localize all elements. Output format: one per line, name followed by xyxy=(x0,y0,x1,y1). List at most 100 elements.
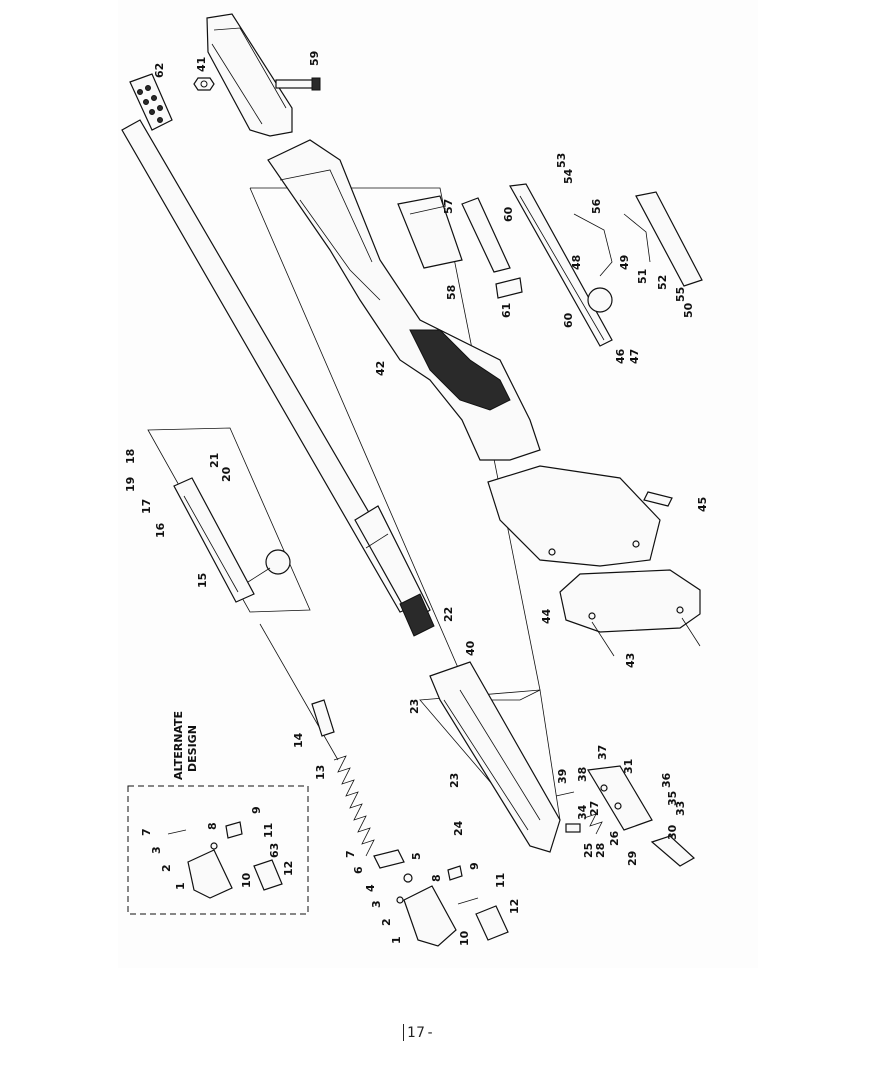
scanned-sheet xyxy=(118,0,758,968)
callout-14: 14 xyxy=(292,732,305,748)
forend-part xyxy=(206,13,293,137)
receiver-39 xyxy=(429,661,561,853)
callout-9: 9 xyxy=(468,862,481,870)
callout-47: 47 xyxy=(628,349,641,364)
stock-outline xyxy=(249,187,541,701)
mainspring-13 xyxy=(333,755,375,857)
callout-27: 27 xyxy=(588,801,601,816)
alternate-shroud xyxy=(167,821,283,899)
callout-50: 50 xyxy=(682,302,695,318)
alternate-design-label-1: ALTERNATE xyxy=(172,711,185,780)
muzzle-brake-62 xyxy=(129,73,173,131)
callout-alt-63: 63 xyxy=(268,843,281,858)
screws-43 xyxy=(591,617,701,657)
magazine-box-58 xyxy=(397,195,463,269)
callout-56: 56 xyxy=(590,198,603,214)
callout-38: 38 xyxy=(576,767,589,782)
callout-11: 11 xyxy=(494,873,507,888)
callout-35: 35 xyxy=(666,791,679,806)
callout-51: 51 xyxy=(636,269,649,284)
buttplate-spacer xyxy=(487,465,661,567)
callout-12: 12 xyxy=(508,899,521,914)
callout-22: 22 xyxy=(442,607,455,622)
barrel-22 xyxy=(121,119,435,637)
callout-17: 17 xyxy=(140,499,153,514)
callout-alt-11: 11 xyxy=(262,823,275,838)
callout-6: 6 xyxy=(352,866,365,874)
nut-41 xyxy=(193,77,215,91)
callout-18: 18 xyxy=(124,449,137,464)
callout-1: 1 xyxy=(390,936,403,944)
trigger-30 xyxy=(650,835,696,867)
small-parts-lower xyxy=(396,865,479,905)
callout-alt-8: 8 xyxy=(206,822,219,830)
callout-62: 62 xyxy=(153,63,166,78)
callout-61: 61 xyxy=(500,303,513,318)
callout-30: 30 xyxy=(666,824,679,840)
callout-41: 41 xyxy=(195,57,208,72)
callout-alt-9: 9 xyxy=(250,806,263,814)
bolt-15 xyxy=(173,477,291,603)
firing-pin-assembly xyxy=(259,623,339,761)
callout-13: 13 xyxy=(314,765,327,780)
callout-36: 36 xyxy=(660,772,673,788)
callout-40: 40 xyxy=(464,640,477,656)
bolt-shroud-1 xyxy=(403,885,457,947)
page-number-bar xyxy=(403,1024,404,1041)
callout-10: 10 xyxy=(458,930,471,946)
callout-26: 26 xyxy=(608,830,621,846)
callout-37: 37 xyxy=(596,745,609,760)
callout-24: 24 xyxy=(452,820,465,836)
callout-alt-12: 12 xyxy=(282,861,295,876)
callout-31: 31 xyxy=(622,759,635,774)
page-number-text: 17- xyxy=(407,1025,436,1041)
alternate-design-box xyxy=(127,785,309,915)
callout-54: 54 xyxy=(562,168,575,184)
callout-alt-1: 1 xyxy=(174,882,187,890)
callout-alt-2: 2 xyxy=(160,864,173,872)
callout-49: 49 xyxy=(618,255,631,270)
callout-15: 15 xyxy=(196,573,209,588)
callout-19: 19 xyxy=(124,477,137,492)
callout-45: 45 xyxy=(696,497,709,512)
trigger-guard-plate xyxy=(509,183,613,347)
callout-23b: 23 xyxy=(448,773,461,788)
callout-4: 4 xyxy=(364,884,377,892)
callout-59: 59 xyxy=(308,51,321,66)
callout-alt-3: 3 xyxy=(150,846,163,854)
callout-44: 44 xyxy=(540,608,553,624)
callout-60b: 60 xyxy=(562,312,575,328)
screw-59 xyxy=(275,77,321,91)
callout-46: 46 xyxy=(614,348,627,364)
callout-60: 60 xyxy=(502,206,515,222)
callout-23: 23 xyxy=(408,699,421,714)
safety-12 xyxy=(475,905,509,941)
page-number: 17- xyxy=(403,1024,435,1041)
callout-5: 5 xyxy=(410,852,423,860)
callout-21: 21 xyxy=(208,453,221,468)
follower-57 xyxy=(461,197,511,273)
clip-61 xyxy=(495,277,523,299)
callout-7: 7 xyxy=(344,850,357,858)
alternate-design-label-2: DESIGN xyxy=(186,725,199,772)
callout-58: 58 xyxy=(445,285,458,300)
callout-43: 43 xyxy=(624,653,637,668)
callout-16: 16 xyxy=(154,522,167,538)
callout-33: 33 xyxy=(674,801,687,816)
stock-42 xyxy=(267,139,541,461)
callout-3: 3 xyxy=(370,900,383,908)
trigger-housing-37 xyxy=(587,765,653,831)
recoil-pad-44 xyxy=(559,569,701,633)
callout-20: 20 xyxy=(220,466,233,482)
callout-48: 48 xyxy=(570,255,583,270)
callout-alt-10: 10 xyxy=(240,872,253,888)
callout-57: 57 xyxy=(442,199,455,214)
callout-8: 8 xyxy=(430,874,443,882)
callout-39: 39 xyxy=(556,769,569,784)
callout-labels: 62 41 59 53 54 57 60 56 58 48 49 51 61 5… xyxy=(124,51,709,946)
callout-55: 55 xyxy=(674,287,687,302)
callout-53: 53 xyxy=(555,153,568,168)
callout-alt-7: 7 xyxy=(140,828,153,836)
cocking-piece-7 xyxy=(373,849,405,869)
